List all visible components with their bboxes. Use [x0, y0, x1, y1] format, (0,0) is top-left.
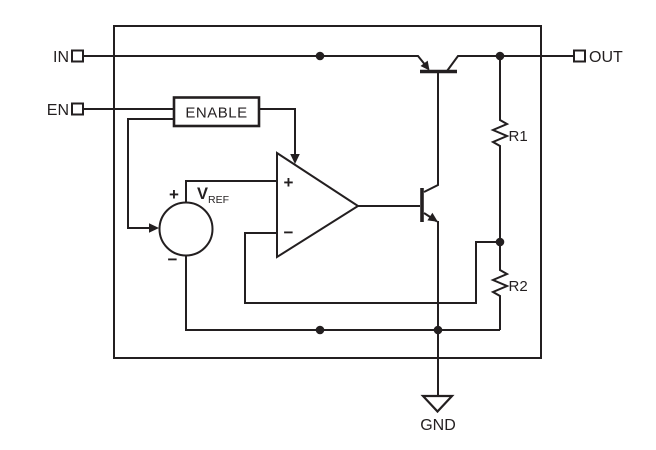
- resistor-r1-symbol: [490, 56, 510, 242]
- gnd-symbol-icon: [420, 394, 455, 414]
- vref-to-plus-input-wire: [185, 180, 277, 203]
- in-pin-square: [71, 49, 84, 63]
- npn-emitter-arrowhead-icon: [427, 212, 438, 222]
- vref-minus-sign: −: [168, 250, 178, 269]
- junction-dot: [433, 325, 443, 335]
- enable-block-label: ENABLE: [185, 105, 247, 122]
- enable-to-vref-wire: [127, 118, 177, 229]
- en-pin-square: [71, 102, 84, 116]
- r1-label: R1: [509, 128, 528, 145]
- vref-source: [158, 201, 214, 257]
- junction-dot: [495, 237, 505, 247]
- enable-block: [172, 96, 261, 128]
- out-pin-square: [573, 49, 586, 63]
- junction-dot: [315, 325, 325, 335]
- in-pin-label: IN: [53, 49, 69, 66]
- vref-plus-sign: +: [169, 185, 179, 204]
- enable-to-amplifier-wire: [259, 108, 296, 156]
- amplifier-enable-arrowhead-icon: [290, 154, 300, 164]
- vref-label: VREF: [197, 185, 229, 206]
- pnp-collector-out-wire: [446, 55, 574, 72]
- amplifier-minus-input-sign: −: [284, 223, 294, 242]
- resistor-r2-symbol: [490, 242, 510, 330]
- vref-enable-arrowhead-icon: [149, 223, 159, 233]
- ground-rail-wire: [185, 256, 500, 331]
- vref-subscript-text: REF: [208, 194, 229, 206]
- feedback-wire: [244, 232, 500, 304]
- junction-dot: [495, 51, 505, 61]
- junction-dot: [315, 51, 325, 61]
- r2-label: R2: [509, 278, 528, 295]
- pnp-base-to-npn-collector-wire: [423, 73, 439, 193]
- en-pin-label: EN: [47, 102, 69, 119]
- vref-symbol-text: V: [197, 185, 208, 203]
- out-pin-label: OUT: [589, 49, 623, 66]
- error-amplifier: [276, 151, 360, 259]
- gnd-label: GND: [420, 417, 456, 434]
- pnp-emitter-arrowhead-icon: [420, 60, 430, 71]
- amplifier-plus-input-sign: +: [284, 173, 294, 192]
